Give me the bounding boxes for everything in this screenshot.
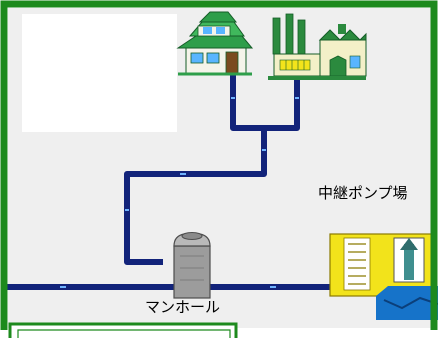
factory-icon [268,13,367,80]
pump-station-label: 中継ポンプ場 [318,184,408,202]
manhole-icon [173,232,211,299]
manhole-label: マンホール [145,298,221,316]
bottom-tab [8,322,238,338]
house-icon [176,11,254,76]
flow-markers [60,97,299,288]
frame [0,0,438,330]
pipe-main-drop [124,125,267,265]
white-panel [22,14,177,132]
pump-station-icon [329,233,438,320]
water-tank [376,286,438,320]
